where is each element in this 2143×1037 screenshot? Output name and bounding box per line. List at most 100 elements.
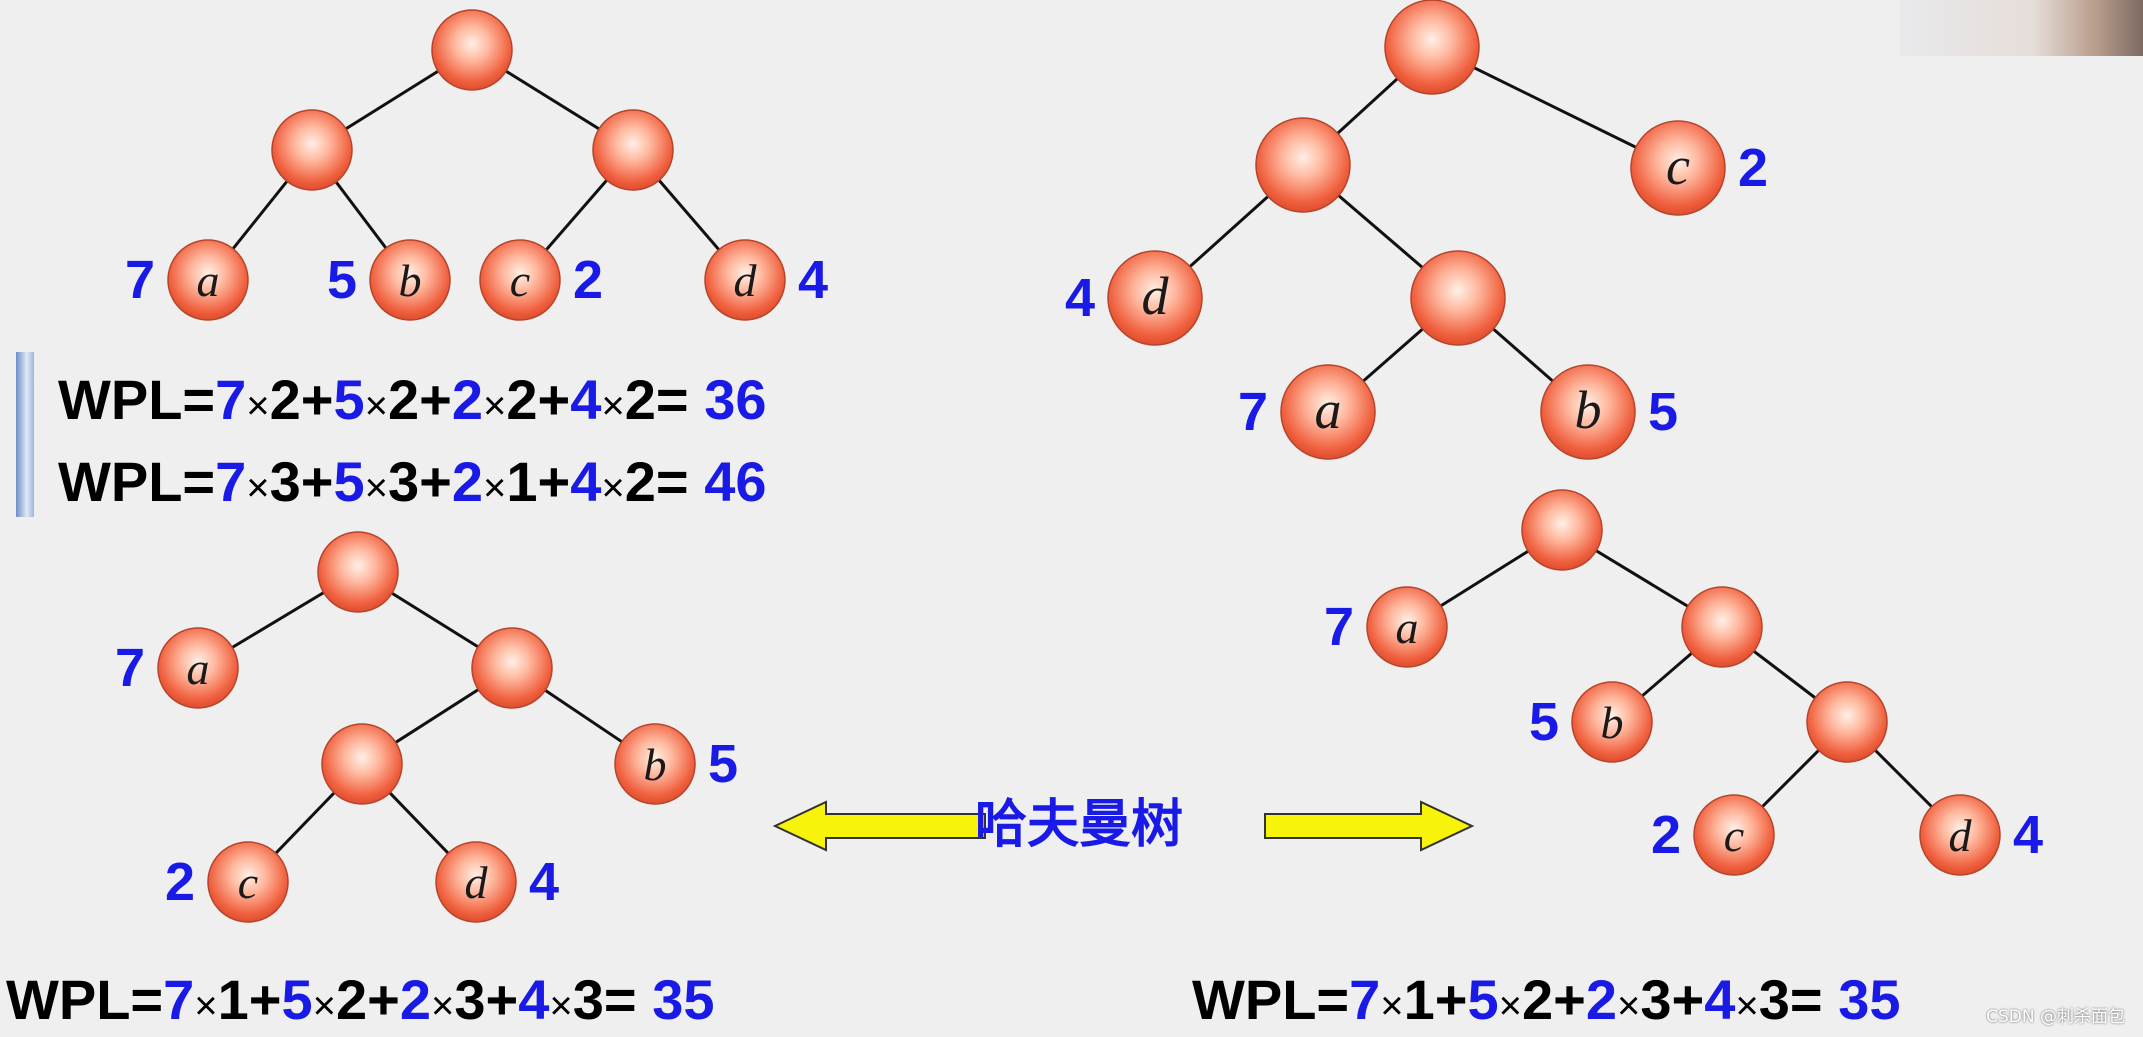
term-weight: 2 [399, 968, 432, 1031]
tree4-node-d [1919, 794, 2001, 876]
node-letter-a: a [187, 643, 210, 694]
tree1-node-d [704, 239, 786, 321]
plus-sign: + [1434, 968, 1468, 1031]
tree1-node [271, 109, 353, 191]
times-sign: × [364, 384, 389, 428]
times-sign: × [1498, 984, 1523, 1028]
weight-d: 4 [529, 852, 559, 912]
tree3-node [471, 627, 553, 709]
term-depth: 3 [269, 450, 301, 513]
weight-c: 2 [1651, 805, 1681, 865]
wpl-prefix: WPL= [58, 368, 216, 431]
right-arrow [1264, 800, 1475, 852]
tree1-node-c [479, 239, 561, 321]
term-weight: 4 [1704, 968, 1736, 1031]
weight-c: 2 [165, 852, 195, 912]
term-weight: 7 [215, 368, 247, 431]
equals-sign: = [603, 968, 653, 1031]
tree1-node-b [369, 239, 451, 321]
times-sign: × [601, 466, 625, 510]
node-letter-a: a [1396, 602, 1419, 653]
term-depth: 3 [572, 968, 604, 1031]
equals-sign: = [655, 450, 705, 513]
plus-sign: + [300, 450, 334, 513]
term-weight: 2 [451, 368, 484, 431]
term-depth: 1 [217, 968, 249, 1031]
weight-c: 2 [1738, 138, 1768, 198]
node-letter-b: b [399, 255, 422, 306]
wpl-result: 36 [704, 368, 767, 431]
term-weight: 5 [333, 368, 365, 431]
left-arrow [772, 800, 986, 852]
tree4-node [1806, 681, 1888, 763]
wpl-formula-2: WPL=7×3+5×3+2×1+4×2= 46 [58, 454, 766, 510]
weight-d: 4 [2013, 805, 2043, 865]
equals-sign: = [1789, 968, 1839, 1031]
term-weight: 7 [215, 450, 247, 513]
node-letter-b: b [644, 739, 667, 790]
node-letter-c: c [1666, 136, 1690, 196]
slide-sidebar-strip [16, 352, 34, 517]
node-letter-a: a [197, 255, 220, 306]
term-weight: 2 [1585, 968, 1618, 1031]
term-depth: 1 [506, 450, 538, 513]
times-sign: × [1735, 984, 1759, 1028]
node-letter-d: d [465, 857, 489, 908]
weight-a: 7 [1324, 597, 1354, 657]
weight-b: 5 [1648, 382, 1678, 442]
node-letter-d: d [734, 255, 758, 306]
term-weight: 5 [281, 968, 313, 1031]
tree1-node-a [167, 239, 249, 321]
tree3-node [317, 531, 399, 613]
node-letter-b: b [1601, 697, 1624, 748]
tree2-node [1410, 250, 1506, 346]
plus-sign: + [419, 368, 452, 431]
wpl-formula-1: WPL=7×2+5×2+2×2+4×2= 36 [58, 372, 766, 428]
term-depth: 2 [336, 968, 368, 1031]
weight-a: 7 [115, 638, 145, 698]
term-weight: 2 [451, 450, 484, 513]
times-sign: × [246, 466, 270, 510]
tree3-node-a [157, 627, 239, 709]
weight-b: 5 [327, 250, 357, 310]
node-letter-d: d [1949, 810, 1973, 861]
tree1-node [592, 109, 674, 191]
times-sign: × [1380, 984, 1404, 1028]
times-sign: × [194, 984, 218, 1028]
plus-sign: + [537, 368, 571, 431]
wpl-result: 46 [704, 450, 767, 513]
tree3-node [321, 723, 403, 805]
plus-sign: + [1671, 968, 1705, 1031]
wpl-prefix: WPL= [6, 968, 164, 1031]
equals-sign: = [655, 368, 705, 431]
wpl-prefix: WPL= [58, 450, 216, 513]
term-weight: 4 [570, 368, 602, 431]
watermark: CSDN @刺杀面包 [1986, 1007, 2125, 1027]
plus-sign: + [419, 450, 452, 513]
tree2-node-c [1630, 120, 1726, 216]
plus-sign: + [1553, 968, 1586, 1031]
term-depth: 3 [1640, 968, 1672, 1031]
weight-c: 2 [573, 250, 603, 310]
node-letter-d: d [1142, 266, 1170, 326]
plus-sign: + [248, 968, 282, 1031]
wpl-formula-3: WPL=7×1+5×2+2×3+4×3= 35 [6, 972, 714, 1028]
tree4-node-a [1366, 586, 1448, 668]
plus-sign: + [300, 368, 334, 431]
term-depth: 2 [624, 450, 656, 513]
term-weight: 4 [518, 968, 550, 1031]
webcam-thumbnail [1900, 0, 2143, 56]
times-sign: × [364, 466, 389, 510]
plus-sign: + [537, 450, 571, 513]
node-letter-c: c [510, 255, 530, 306]
tree1-node [431, 9, 513, 91]
wpl-formula-4: WPL=7×1+5×2+2×3+4×3= 35 [1192, 972, 1900, 1028]
times-sign: × [312, 984, 337, 1028]
huffman-tree-label: 哈夫曼树 [975, 795, 1184, 855]
times-sign: × [1617, 984, 1641, 1028]
tree2-node [1384, 0, 1480, 95]
term-weight: 7 [163, 968, 195, 1031]
term-depth: 3 [388, 450, 420, 513]
node-letter-c: c [238, 857, 258, 908]
